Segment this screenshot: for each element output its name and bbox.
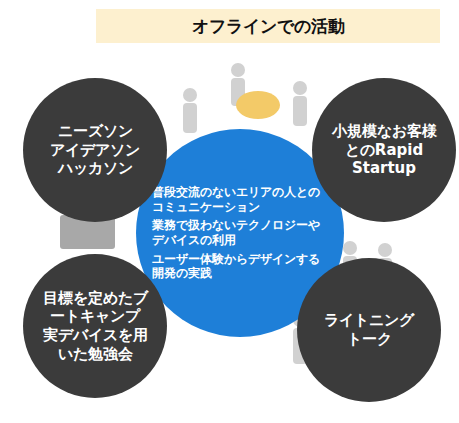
node-text: アイデアソン bbox=[39, 141, 151, 160]
node-text: ハッカソン bbox=[39, 159, 151, 178]
activity-circle: ライトニングトーク bbox=[297, 258, 441, 402]
node-text: 目標を定めたブートキャンプ bbox=[39, 289, 151, 327]
node-text: ニーズソン bbox=[39, 122, 151, 141]
title-band: オフラインでの活動 bbox=[96, 9, 440, 43]
activity-circle: 目標を定めたブートキャンプ実デバイスを用いた勉強会 bbox=[23, 254, 167, 398]
node-text: ライトニングトーク bbox=[319, 311, 419, 349]
node-text: 小規模なお客様とのRapid Startup bbox=[326, 122, 442, 178]
activity-circle: 小規模なお客様とのRapid Startup bbox=[312, 78, 456, 222]
activity-circle: ニーズソンアイデアソンハッカソン bbox=[23, 78, 167, 222]
title-text: オフラインでの活動 bbox=[192, 15, 345, 38]
node-text: 実デバイスを用いた勉強会 bbox=[39, 326, 151, 364]
node-text: 業務で扱わないテクノロジーやデバイスの利用 bbox=[152, 218, 328, 247]
node-text: 普段交流のないエリアの人とのコミュニケーション bbox=[152, 185, 328, 214]
node-text: ユーザー体験からデザインする開発の実践 bbox=[152, 252, 328, 281]
